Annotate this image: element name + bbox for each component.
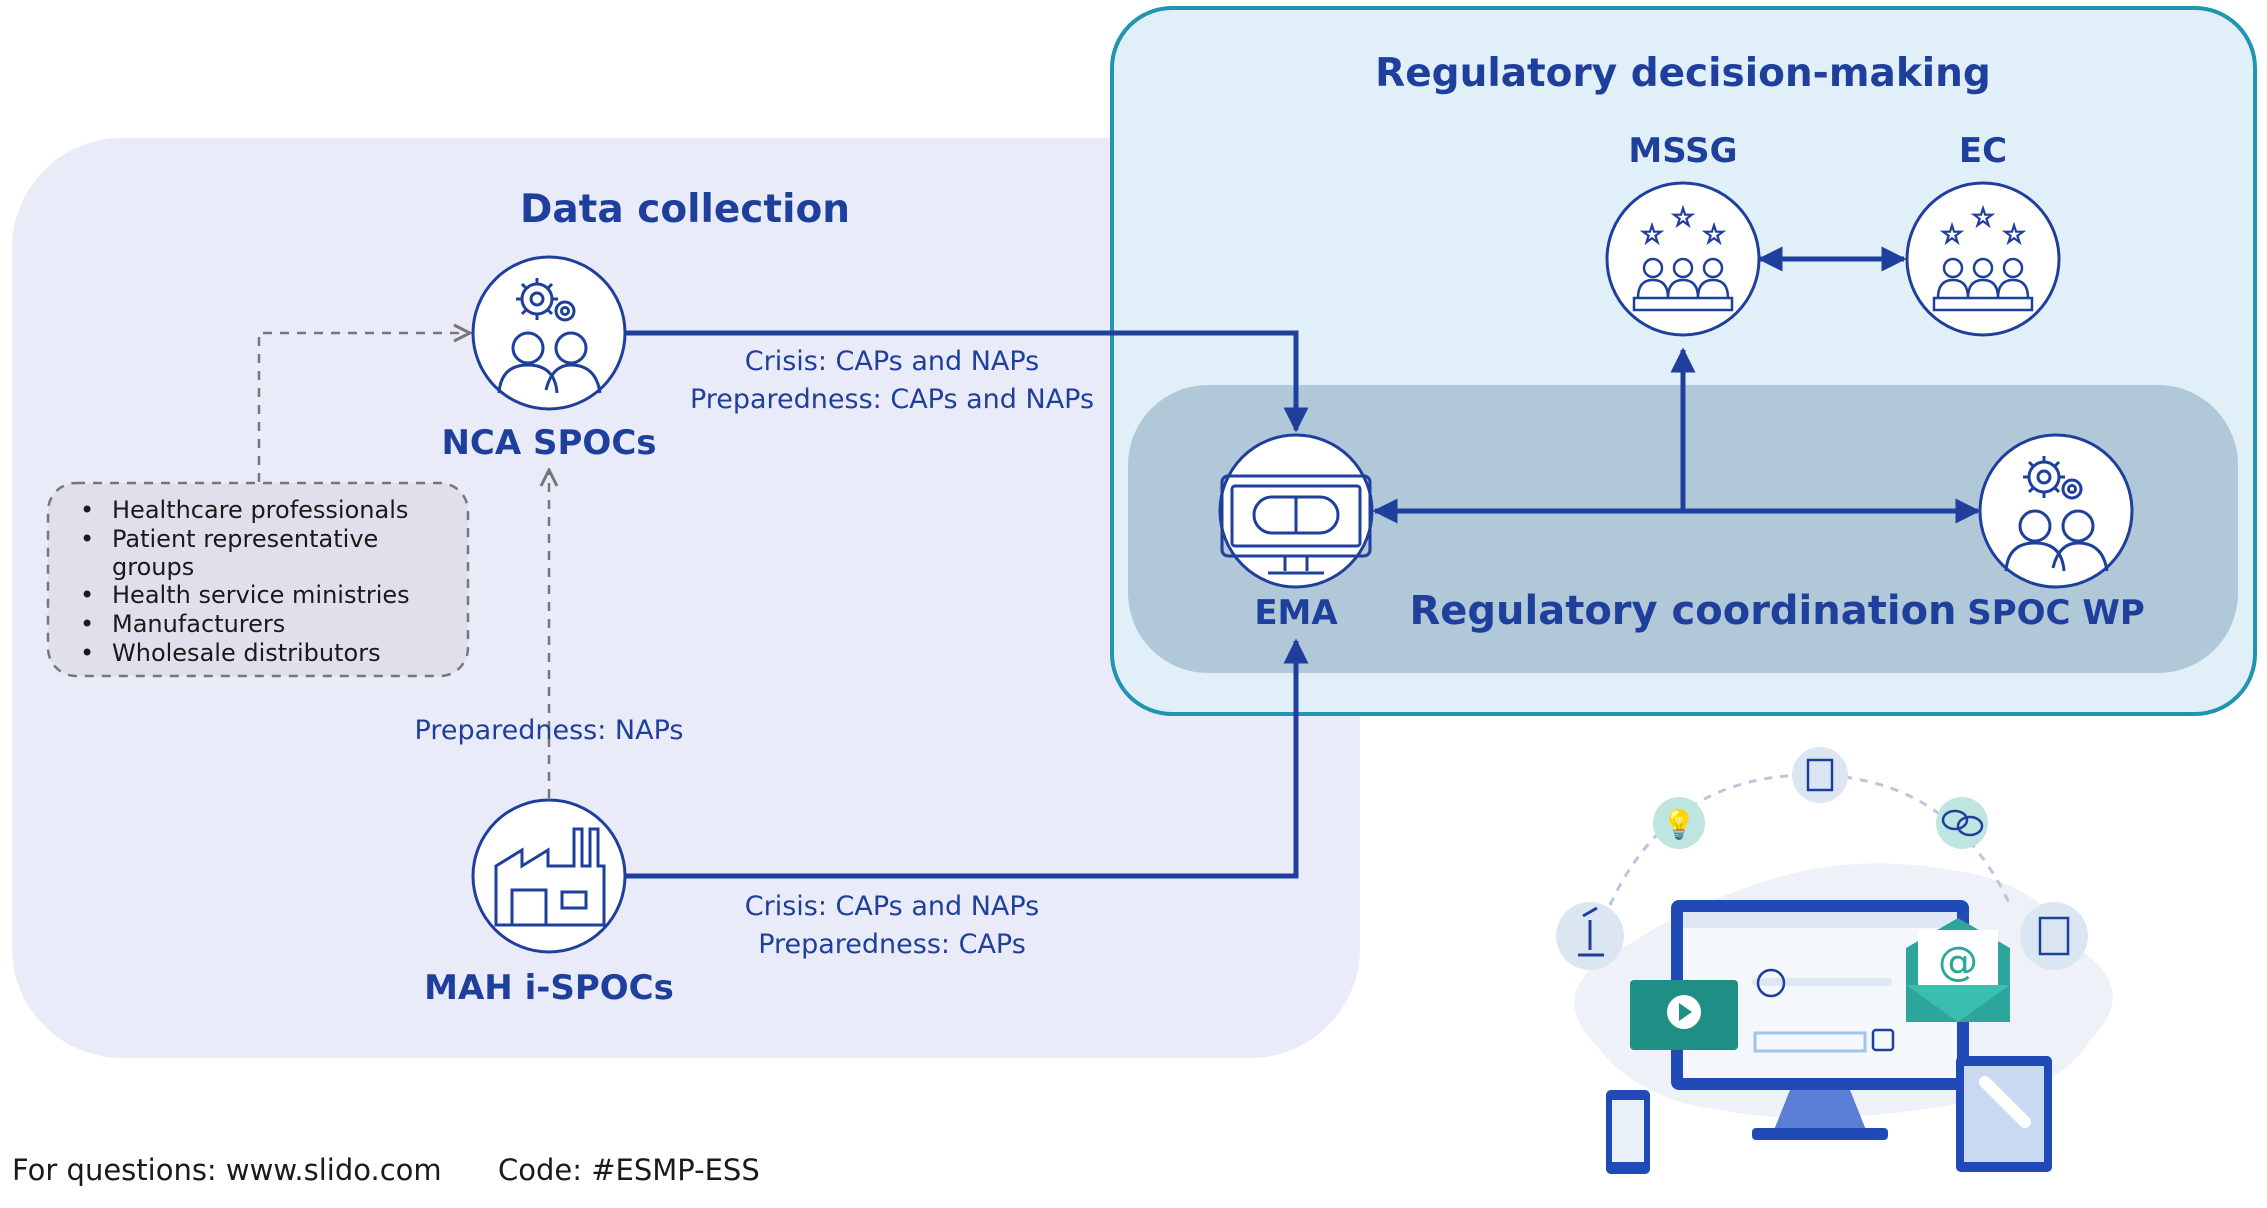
user-avatar-icon <box>1756 968 1786 998</box>
document-icon <box>1792 747 1848 803</box>
committee-stars-icon: ☆ ☆ ☆ <box>1932 202 2034 312</box>
ec-node: EC ☆ ☆ ☆ <box>1905 131 2061 337</box>
mah-ema-flow-label-1: Crisis: CAPs and NAPs <box>745 891 1039 922</box>
gears-people-icon <box>497 278 602 394</box>
svg-text:☆: ☆ <box>2002 220 2025 250</box>
svg-text:•: • <box>80 581 94 609</box>
ec-label: EC <box>1959 131 2007 171</box>
monitor-pill-icon <box>1220 474 1372 575</box>
mssg-label: MSSG <box>1628 131 1737 171</box>
digital-communication-illustration: 💡 @ <box>1556 747 2113 1174</box>
data-collection-title: Data collection <box>520 187 850 232</box>
regulatory-coordination-region <box>1128 385 2238 673</box>
stakeholder-item: Patient representative <box>112 525 378 553</box>
nca-spocs-label: NCA SPOCs <box>441 423 656 463</box>
svg-text:☆: ☆ <box>1702 220 1725 250</box>
svg-text:•: • <box>80 525 94 553</box>
footer-code: Code: #ESMP-ESS <box>498 1153 760 1187</box>
lightbulb-icon <box>1653 797 1705 849</box>
svg-text:•: • <box>80 639 94 667</box>
stakeholder-item: Health service ministries <box>112 581 410 609</box>
mah-nca-flow-label: Preparedness: NAPs <box>415 715 684 746</box>
lock-icon <box>1871 1028 1895 1052</box>
mah-ema-flow-label-2: Preparedness: CAPs <box>758 929 1026 960</box>
footer-questions: For questions: www.slido.com <box>12 1153 442 1187</box>
mssg-node: MSSG ☆ ☆ ☆ <box>1605 131 1761 337</box>
spoc-wp-label: SPOC WP <box>1967 593 2145 633</box>
stakeholders-to-nca-arrow <box>257 333 470 482</box>
regulatory-coordination-title: Regulatory coordination <box>1409 588 1956 634</box>
mah-to-ema-arrow <box>625 638 1309 879</box>
chat-bubbles-icon <box>1936 797 1988 849</box>
nca-ema-flow-label-1: Crisis: CAPs and NAPs <box>745 346 1039 377</box>
factory-icon <box>494 827 606 927</box>
svg-text:💡: 💡 <box>1662 808 1697 841</box>
connectors <box>257 246 1981 879</box>
ema-node: EMA <box>1218 433 1374 633</box>
svg-text:•: • <box>80 496 94 524</box>
gears-people-icon <box>2004 456 2109 572</box>
stakeholders-box: • Healthcare professionals • Patient rep… <box>46 481 470 678</box>
mah-ispocs-label: MAH i-SPOCs <box>424 968 674 1008</box>
stakeholder-item: groups <box>112 553 194 581</box>
nca-spocs-node: NCA SPOCs <box>441 255 657 463</box>
stakeholder-item: Wholesale distributors <box>112 639 381 667</box>
nca-to-ema-arrow <box>625 330 1309 433</box>
stakeholder-item: Manufacturers <box>112 610 285 638</box>
svg-text:@: @ <box>1938 939 1978 985</box>
svg-text:•: • <box>80 610 94 638</box>
svg-text:☆: ☆ <box>1940 220 1963 250</box>
spoc-wp-node: SPOC WP <box>1967 433 2145 633</box>
regulatory-decision-title: Regulatory decision-making <box>1375 51 1991 96</box>
ema-label: EMA <box>1254 593 1338 633</box>
committee-stars-icon: ☆ ☆ ☆ <box>1632 202 1734 312</box>
mah-ispocs-node: MAH i-SPOCs <box>424 798 674 1008</box>
svg-text:☆: ☆ <box>1640 220 1663 250</box>
medical-file-icon <box>2020 902 2088 970</box>
stakeholder-item: Healthcare professionals <box>112 496 408 524</box>
svg-text:☆: ☆ <box>1671 203 1694 233</box>
nca-ema-flow-label-2: Preparedness: CAPs and NAPs <box>690 384 1094 415</box>
svg-text:☆: ☆ <box>1971 203 1994 233</box>
data-collection-region <box>12 138 1360 1058</box>
